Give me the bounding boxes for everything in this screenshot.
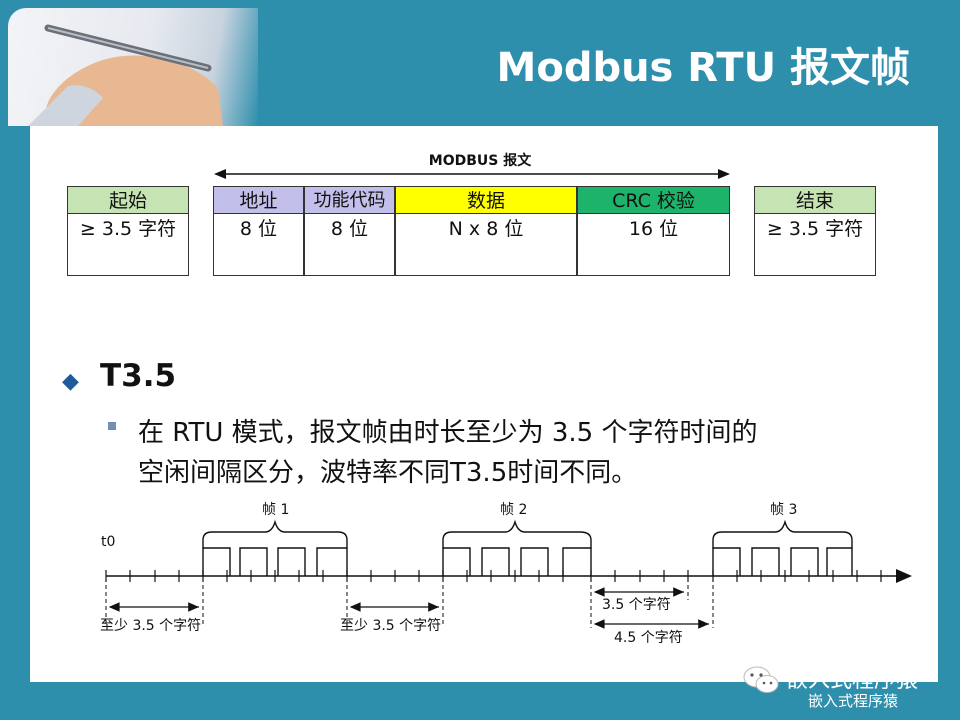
- gap-label-2: 至少 3.5 个字符: [340, 618, 441, 634]
- watermark-line-2: 嵌入式程序猿: [808, 690, 898, 711]
- frame-3-group: [713, 522, 852, 576]
- wechat-icon: [742, 664, 780, 696]
- frame-1-group: [203, 522, 347, 576]
- gap-label-3: 3.5 个字符: [602, 597, 671, 613]
- frame-2-group: [443, 522, 591, 576]
- frame-3-label: 帧 3: [770, 502, 797, 518]
- time-axis-arrowhead: [896, 569, 912, 583]
- frame-1-label: 帧 1: [262, 502, 289, 518]
- gap-label-4: 4.5 个字符: [614, 630, 683, 646]
- frame-2-label: 帧 2: [500, 502, 527, 518]
- timeline-origin-label: t0: [101, 534, 115, 550]
- gap-label-1: 至少 3.5 个字符: [100, 618, 201, 634]
